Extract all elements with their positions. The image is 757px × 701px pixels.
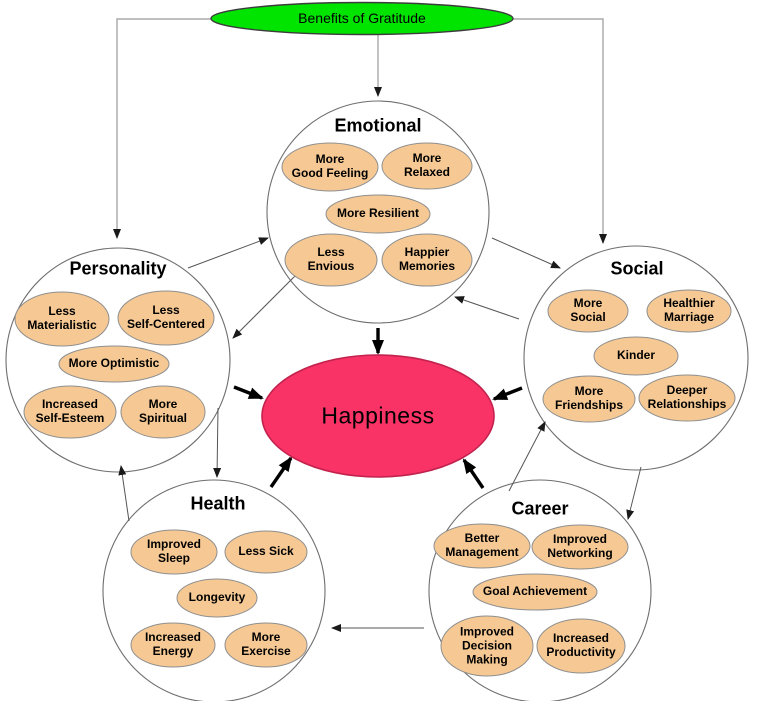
node-less-materialistic: Less Materialistic bbox=[27, 304, 97, 332]
node-healthier-marriage: Healthier Marriage bbox=[663, 296, 715, 324]
node-improved-sleep-shape bbox=[130, 529, 218, 575]
node-less-envious-shape bbox=[284, 233, 378, 287]
node-happier-memories: Happier Memories bbox=[398, 245, 456, 273]
arrow-title-to-personality bbox=[113, 18, 212, 239]
arrow-personality-to-health bbox=[213, 407, 222, 478]
group-label-personality: Personality bbox=[69, 258, 167, 279]
node-increased-energy: Increased Energy bbox=[144, 630, 202, 658]
arrow-health-to-happiness bbox=[269, 456, 293, 488]
arrow-emotional-to-personality bbox=[232, 270, 301, 339]
node-deeper-relationships-shape bbox=[638, 374, 736, 422]
node-improved-networking-shape bbox=[531, 524, 629, 570]
title-ellipse bbox=[210, 1, 514, 36]
node-less-envious: Less Envious bbox=[307, 245, 355, 273]
arrow-career-to-happiness bbox=[462, 458, 485, 489]
node-more-social-shape bbox=[547, 289, 629, 333]
node-kinder: Kinder bbox=[616, 348, 656, 363]
happiness-label: Happiness bbox=[321, 402, 435, 429]
node-better-management: Better Management bbox=[445, 531, 519, 559]
node-increased-productivity-shape bbox=[536, 618, 626, 674]
node-more-optimistic: More Optimistic bbox=[68, 356, 160, 371]
node-more-social: More Social bbox=[570, 296, 606, 324]
node-less-sick: Less Sick bbox=[238, 544, 294, 559]
node-kinder-shape bbox=[593, 336, 679, 376]
node-longevity-shape bbox=[176, 578, 258, 618]
node-more-good-feeling-shape bbox=[281, 142, 379, 192]
arrow-social-to-happiness bbox=[492, 386, 523, 401]
group-label-health: Health bbox=[190, 493, 246, 514]
node-more-good-feeling: More Good Feeling bbox=[291, 152, 369, 180]
node-improved-decision-making-shape bbox=[440, 615, 534, 677]
node-more-exercise-shape bbox=[224, 622, 308, 668]
arrow-social-to-emotional bbox=[454, 296, 520, 320]
diagram-title: Benefits of Gratitude bbox=[298, 10, 426, 26]
node-better-management-shape bbox=[433, 523, 531, 569]
node-improved-decision-making: Improved Decision Making bbox=[459, 624, 515, 666]
node-less-self-centered-shape bbox=[117, 290, 215, 346]
node-more-relaxed-shape bbox=[381, 142, 473, 190]
arrow-emotional-to-social bbox=[491, 237, 561, 269]
node-healthier-marriage-shape bbox=[646, 289, 732, 333]
node-goal-achievement-shape bbox=[472, 573, 598, 611]
group-label-career: Career bbox=[511, 498, 569, 519]
happiness-ellipse bbox=[261, 354, 495, 478]
node-increased-productivity: Increased Productivity bbox=[546, 631, 616, 659]
node-happier-memories-shape bbox=[381, 233, 473, 287]
group-label-emotional: Emotional bbox=[334, 115, 422, 136]
node-more-friendships-shape bbox=[542, 375, 636, 423]
node-increased-energy-shape bbox=[130, 622, 216, 668]
node-improved-networking: Improved Networking bbox=[547, 532, 613, 560]
node-less-sick-shape bbox=[224, 530, 308, 574]
node-deeper-relationships: Deeper Relationships bbox=[647, 383, 727, 411]
node-goal-achievement: Goal Achievement bbox=[482, 584, 588, 599]
node-more-spiritual: More Spiritual bbox=[138, 397, 188, 425]
arrow-personality-to-happiness bbox=[233, 385, 264, 400]
node-more-spiritual-shape bbox=[120, 385, 206, 439]
node-more-optimistic-shape bbox=[58, 345, 170, 383]
node-more-resilient-shape bbox=[325, 194, 431, 234]
node-less-self-centered: Less Self-Centered bbox=[126, 303, 206, 331]
node-more-exercise: More Exercise bbox=[241, 630, 291, 658]
node-improved-sleep: Improved Sleep bbox=[146, 537, 202, 565]
node-increased-self-esteem: Increased Self-Esteem bbox=[35, 397, 105, 425]
arrow-health-to-personality bbox=[118, 465, 130, 522]
arrow-social-to-career bbox=[626, 466, 642, 520]
arrow-career-to-social bbox=[508, 421, 546, 492]
node-more-resilient: More Resilient bbox=[336, 206, 420, 221]
group-label-social: Social bbox=[610, 258, 664, 279]
arrow-title-to-social bbox=[512, 18, 607, 244]
arrow-personality-to-emotional bbox=[187, 237, 269, 269]
node-more-relaxed: More Relaxed bbox=[403, 151, 451, 179]
node-more-friendships: More Friendships bbox=[554, 384, 624, 412]
node-less-materialistic-shape bbox=[14, 291, 110, 347]
node-increased-self-esteem-shape bbox=[23, 385, 117, 439]
node-longevity: Longevity bbox=[188, 590, 246, 605]
